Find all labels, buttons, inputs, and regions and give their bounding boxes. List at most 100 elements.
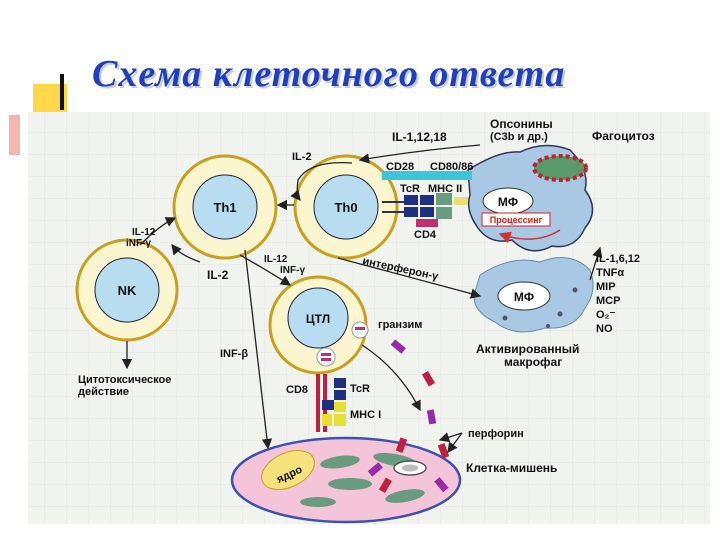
il12-label-1: IL-12 — [132, 227, 156, 238]
granule-dot — [546, 324, 550, 328]
cytokine-list: IL-1,6,12 TNFα MIP MCP O₂⁻ NO — [596, 253, 640, 335]
organelle — [385, 489, 425, 503]
il12-label-2: IL-12 — [264, 254, 288, 265]
activated-macrophage-sub-label: макрофаг — [504, 355, 562, 369]
granule-dot — [502, 315, 508, 321]
cytokine-item: TNFα — [596, 267, 624, 279]
perforin-molecules — [367, 339, 450, 494]
arrow-il1-to-th0 — [358, 144, 481, 164]
phagocytosed-particle — [532, 154, 588, 182]
granule-content — [321, 358, 331, 361]
tcr-receptor — [404, 195, 418, 205]
th0-label: Th0 — [334, 200, 357, 215]
mhc2-label: MHC II — [428, 183, 462, 195]
arrow-infbeta — [244, 249, 273, 450]
perforin-molecule — [437, 443, 450, 459]
tcr-receptor — [404, 207, 418, 217]
granzyme-label: гранзим — [378, 319, 422, 331]
arrow-th1-to-ctl — [239, 254, 292, 286]
inf-beta-label: INF-β — [220, 348, 248, 360]
vesicle-core — [402, 464, 418, 472]
cytokine-item: MCP — [596, 295, 620, 307]
arrow-il2-to-th1 — [171, 243, 201, 263]
ctl-cell: ЦТЛ — [268, 275, 369, 375]
nk-cell: NK — [75, 238, 179, 342]
granule — [316, 347, 336, 367]
mhc1-receptor — [334, 402, 346, 412]
decorative-pink-square — [9, 115, 20, 155]
ctl-label: ЦТЛ — [306, 312, 330, 326]
perforin-molecule — [367, 462, 383, 477]
mf-activated-label: МФ — [514, 290, 534, 304]
th1-label: Th1 — [213, 200, 236, 215]
perforin-molecule — [421, 370, 435, 387]
cytotoxic-sub-label: действие — [78, 386, 129, 398]
mhc2-receptor — [436, 207, 452, 219]
activated-macrophage: МФ — [473, 257, 594, 333]
arrow-perforin-2 — [447, 432, 463, 454]
cd4-label: CD4 — [414, 229, 437, 241]
title-bullet-bar — [60, 74, 64, 110]
arrow-granzyme — [361, 344, 421, 412]
organelle — [320, 455, 360, 469]
phagocytosis-label: Фагоцитоз — [592, 129, 655, 143]
granule-content — [355, 327, 365, 330]
cd8-label: CD8 — [286, 384, 308, 396]
perforin-molecule — [395, 437, 408, 453]
th0-cell: Th0 — [293, 154, 399, 260]
arrows — [121, 144, 603, 454]
receptor-complex-th0 — [382, 171, 472, 227]
arrow-cytokines — [589, 246, 603, 281]
perforin-label: перфорин — [468, 428, 524, 440]
mhc1-receptor — [334, 414, 346, 426]
processing-box — [481, 212, 551, 227]
opsonins-label: Опсонины — [490, 117, 553, 131]
cytokine-item: NO — [596, 323, 613, 335]
tcr-bottom-receptor — [334, 390, 346, 400]
tcr-bottom-label: TcR — [350, 383, 370, 395]
mhc1-receptor — [322, 414, 332, 426]
activated-macrophage-label: Активированный — [476, 342, 579, 356]
perforin-molecule — [426, 409, 437, 425]
tcr-receptor — [420, 207, 434, 217]
nk-label: NK — [118, 283, 137, 298]
granule-content — [321, 353, 331, 356]
slide-title: Схема клеточного ответа — [92, 53, 566, 95]
tcr-bottom-receptor — [322, 400, 334, 410]
cd80-86-label: CD80/86 — [430, 161, 473, 173]
arrow-perforin-1 — [438, 432, 463, 443]
mhc1-label: MHC I — [350, 409, 381, 421]
cd4-receptor — [416, 219, 438, 227]
nucleus — [261, 450, 315, 490]
tcr-top-label: TcR — [400, 183, 420, 195]
processing-arrow — [498, 229, 561, 244]
cytokine-item: IL-1,6,12 — [596, 253, 640, 265]
tcr-bottom-receptor — [334, 378, 346, 388]
target-cell: ядро — [230, 436, 462, 524]
inf-gamma-label-2: INF-γ — [280, 265, 305, 276]
perforin-molecule — [434, 477, 449, 493]
arrow-th1-nk-il12 — [139, 217, 177, 246]
th1-cell: Th1 — [172, 154, 278, 260]
perforin-molecule — [378, 477, 392, 494]
opsonins-sub-label: (С3b и др.) — [490, 131, 548, 143]
cytokine-item: MIP — [596, 281, 616, 293]
cd28-label: CD28 — [386, 161, 414, 173]
processing-label: Процессинг — [490, 215, 543, 225]
cd28-receptor — [382, 171, 472, 180]
receptor-complex-ctl — [316, 374, 346, 432]
inf-gamma-label-1: iNF-γ — [126, 238, 151, 249]
mhc2-receptor — [436, 193, 452, 205]
tcr-receptor — [420, 195, 434, 205]
perforin-molecule — [390, 339, 406, 354]
organelle — [328, 478, 372, 490]
arrow-il2-loop — [290, 161, 353, 202]
mf-activated-nucleus — [497, 281, 551, 311]
mf-top-label: МФ — [498, 195, 518, 209]
target-cell-label: Клетка-мишень — [466, 461, 557, 475]
antigen-peptide — [454, 197, 468, 205]
cd8-stalk — [316, 374, 320, 432]
granule-dot — [557, 311, 563, 317]
il-1-12-18-label: IL-1,12,18 — [392, 130, 447, 144]
